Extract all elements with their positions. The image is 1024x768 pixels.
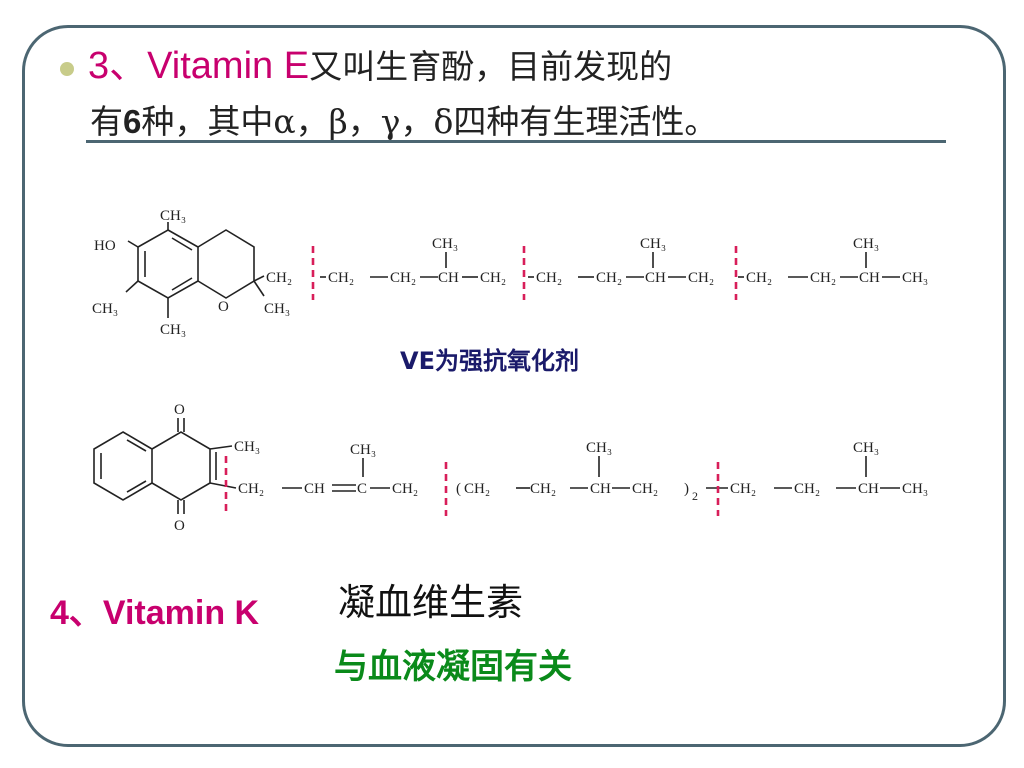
ve-ring-o: O xyxy=(218,299,229,315)
ve-ch-3: CH xyxy=(859,270,880,286)
ve-ch3-branch-2: CH₃ xyxy=(640,236,666,252)
vk-ring-double-bond-3 xyxy=(126,480,147,493)
ve-ho: HO xyxy=(94,238,116,254)
vk-ch3-end: CH₃ xyxy=(902,481,928,497)
vk-ch2-1: CH₂ xyxy=(238,481,264,497)
vk-ch-3: CH xyxy=(858,481,879,497)
ve-atom-labels: HO CH₃ CH₃ CH₃ O CH₃ CH₂ CH₂ CH₂ CH CH₃ … xyxy=(92,208,928,338)
vk-repeat-sub: 2 xyxy=(692,489,698,503)
vk-ch2-3: CH₂ xyxy=(464,481,490,497)
ve-ch2-4: CH₂ xyxy=(480,270,506,286)
vitamin-k-heading: 4、Vitamin K xyxy=(50,594,260,632)
vitamin-e-heading: 3、Vitamin E又叫生育酚，目前发现的 xyxy=(88,40,672,90)
vk-benzene-ring xyxy=(93,431,153,501)
ve-ch2-3: CH₂ xyxy=(390,270,416,286)
vk-ch3-branch-2: CH₃ xyxy=(586,440,612,456)
ve-ch2-2: CH₂ xyxy=(328,270,354,286)
vk-ring-double-bond-2 xyxy=(126,439,147,452)
desc-active: 四种有生理活性。 xyxy=(453,102,718,141)
delta-symbol: δ xyxy=(433,102,454,141)
ve-ch2-6: CH₂ xyxy=(596,270,622,286)
gamma-symbol: γ xyxy=(380,102,401,141)
ve-ch3-branch-1: CH₃ xyxy=(432,236,458,252)
vitamin-k-note: 与血液凝固有关 xyxy=(334,647,572,687)
vk-ch3-branch-1: CH₃ xyxy=(350,442,376,458)
vk-o-top: O xyxy=(174,402,185,418)
vk-dividers xyxy=(224,456,720,516)
ve-aromatic-ring xyxy=(137,229,199,299)
ve-ch3-left: CH₃ xyxy=(92,301,118,317)
desc-you: 有 xyxy=(90,102,123,141)
ve-caption: VE为强抗氧化剂 xyxy=(400,347,579,375)
ve-ch2-5: CH₂ xyxy=(536,270,562,286)
section-number: 3、 xyxy=(88,45,148,87)
title-underline xyxy=(86,140,946,143)
ve-ch3-top: CH₃ xyxy=(160,208,186,224)
isomer-count: 6 xyxy=(123,103,142,140)
ve-ch3-quat: CH₃ xyxy=(264,301,290,317)
vk-ch3-ring: CH₃ xyxy=(234,439,260,455)
ve-ring-double-bond-3 xyxy=(171,277,193,291)
ve-bond-chain xyxy=(253,275,265,282)
ve-ch-2: CH xyxy=(645,270,666,286)
desc-kinds: 种，其中 xyxy=(141,102,274,141)
vk-ch2-7: CH₂ xyxy=(794,481,820,497)
vk-paren-open: ( xyxy=(456,481,461,497)
vk-quinone-ring xyxy=(151,431,211,501)
vitamin-e-title: Vitamin E xyxy=(147,45,310,87)
vitamin-k-name: 凝血维生素 xyxy=(338,581,523,624)
slide-frame xyxy=(22,25,1006,747)
vk-bond-methyl xyxy=(209,445,233,450)
vk-paren-close: ) xyxy=(684,481,689,497)
ve-pyran-ring xyxy=(197,229,255,299)
vk-ch-2: CH xyxy=(590,481,611,497)
vk-ch2-2: CH₂ xyxy=(392,481,418,497)
ve-ch2-1: CH₂ xyxy=(266,270,292,286)
alpha-symbol: α xyxy=(273,102,296,141)
vitamin-e-desc-1: 又叫生育酚，目前发现的 xyxy=(309,47,673,86)
vk-ch-1: CH xyxy=(304,481,325,497)
vitamin-e-desc-line2: 有6种，其中α，β，γ，δ四种有生理活性。 xyxy=(90,100,717,144)
sep-2: ， xyxy=(347,102,381,141)
vk-structure xyxy=(93,418,900,514)
vk-c-1: C xyxy=(357,481,367,497)
ve-ch2-9: CH₂ xyxy=(810,270,836,286)
ve-bond-ho xyxy=(127,240,139,248)
vk-ch2-4: CH₂ xyxy=(530,481,556,497)
sep-1: ， xyxy=(295,102,329,141)
vk-ch2-5: CH₂ xyxy=(632,481,658,497)
ve-structure xyxy=(125,222,900,318)
sep-3: ， xyxy=(400,102,434,141)
beta-symbol: β xyxy=(328,102,348,141)
ve-bond-left-methyl xyxy=(125,280,139,293)
ve-ch-1: CH xyxy=(438,270,459,286)
ve-bond-quat-methyl xyxy=(253,280,265,297)
vk-o-bottom: O xyxy=(174,518,185,534)
ve-ch3-end: CH₃ xyxy=(902,270,928,286)
vk-ch2-6: CH₂ xyxy=(730,481,756,497)
ve-ch2-7: CH₂ xyxy=(688,270,714,286)
vk-bond-chain xyxy=(209,482,237,489)
vk-atom-labels: O O CH₃ CH₂ CH C CH₃ CH₂ ( CH₂ CH₂ CH CH… xyxy=(174,402,928,534)
ve-ch3-bottom: CH₃ xyxy=(160,322,186,338)
ve-ring-double-bond-2 xyxy=(171,237,193,251)
bullet-dot-icon xyxy=(60,62,74,76)
ve-ch2-8: CH₂ xyxy=(746,270,772,286)
ve-dividers xyxy=(311,246,738,300)
ve-ch3-branch-3: CH₃ xyxy=(853,236,879,252)
vk-ch3-branch-3: CH₃ xyxy=(853,440,879,456)
